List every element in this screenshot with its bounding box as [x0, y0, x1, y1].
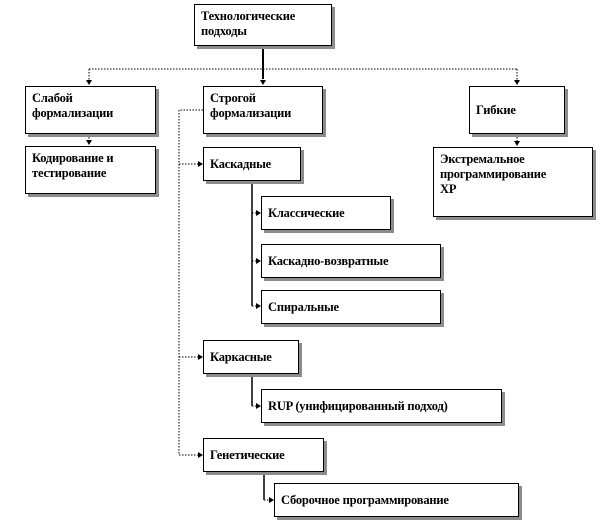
node-coding-testing: Кодирование и тестирование: [25, 146, 156, 194]
node-spiral: Спиральные: [261, 290, 441, 324]
node-cascade-return: Каскадно-возвратные: [261, 244, 441, 278]
node-assembly-programming: Сборочное программирование: [274, 483, 519, 517]
node-strict-formalization: Строгой формализации: [203, 86, 323, 134]
node-technological-approaches: Технологические подходы: [194, 4, 332, 46]
node-cascade: Каскадные: [203, 147, 301, 181]
node-weak-formalization: Слабой формализации: [25, 86, 156, 134]
node-extreme-programming: Экстремальное программирование XP: [433, 147, 593, 217]
node-flexible: Гибкие: [469, 86, 565, 134]
node-genetic: Генетические: [203, 438, 324, 472]
node-frame: Каркасные: [203, 340, 299, 374]
node-classic: Классические: [261, 196, 391, 230]
node-rup: RUP (унифицированный подход): [261, 389, 502, 423]
